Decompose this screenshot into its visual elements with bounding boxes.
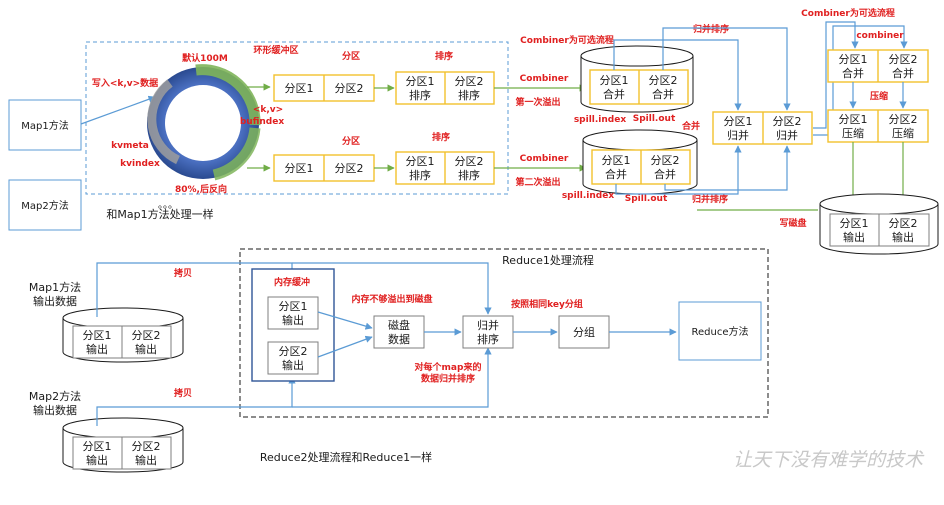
bufindex-label: bufindex: [240, 117, 284, 127]
watermark: 让天下没有难学的技术: [733, 449, 925, 471]
disk-data-box: [373, 315, 425, 349]
map1-box: [8, 99, 82, 151]
reverse-label: 80%,后反向: [175, 183, 227, 195]
partition-title-2: 分区: [342, 135, 360, 147]
kvindex-label: kvindex: [120, 159, 160, 169]
map2-label: Map2方法: [21, 199, 68, 212]
final-combiner-label: combiner: [856, 31, 904, 41]
spill2-out-label: Spill.out: [625, 194, 668, 204]
map1-label: Map1方法: [21, 119, 68, 132]
kv-label: <k,v>: [253, 105, 283, 115]
spill2-index-label: spill.index: [562, 191, 615, 201]
partition-title-1: 分区: [342, 50, 360, 62]
map2-note: 和Map1方法处理一样: [106, 207, 213, 221]
ring-buffer: [147, 64, 261, 181]
second-spill-label: 第二次溢出: [515, 176, 560, 188]
spill1-out-label: Spill.out: [633, 114, 676, 124]
group-box: [558, 315, 610, 349]
group-label: 分组: [573, 325, 595, 339]
memory-buffer-label: 内存缓冲: [274, 276, 310, 288]
partition1-p2: 分区2: [335, 82, 364, 95]
ring-buffer-label: 环形缓冲区: [253, 44, 298, 56]
first-spill-label: 第一次溢出: [515, 96, 560, 108]
kvmeta-label: kvmeta: [111, 141, 149, 151]
reduce-method-label: Reduce方法: [692, 325, 749, 338]
sort-title-2: 排序: [432, 131, 450, 143]
map1-to-buffer-arrow: [80, 95, 156, 125]
default-size-label: 默认100M: [182, 52, 228, 64]
partition2-p2: 分区2: [335, 162, 364, 175]
sort-title-1: 排序: [435, 50, 453, 62]
write-kv-label: 写入<k,v>数据: [92, 77, 158, 89]
merge-sort-reduce-label: 归并排序: [477, 318, 499, 346]
copy-label-2: 拷贝: [174, 387, 192, 399]
reduce-title: Reduce1处理流程: [502, 253, 594, 267]
merge-sort-reduce-box: [462, 315, 514, 349]
merge-sort-label-bottom: 归并排序: [692, 193, 728, 205]
spill-to-disk-label: 内存不够溢出到磁盘: [351, 293, 432, 305]
disk-data-label: 磁盘数据: [388, 318, 410, 346]
combiner-label-1: Combiner: [520, 74, 569, 84]
reduce2-note: Reduce2处理流程和Reduce1一样: [260, 450, 432, 464]
write-disk-label: 写磁盘: [779, 217, 806, 229]
map-stage-region: [85, 41, 509, 195]
partition2-p1: 分区1: [285, 162, 314, 175]
combiner-optional-label-1: Combiner为可选流程: [520, 34, 614, 46]
map2-output-label: Map2方法输出数据: [29, 389, 81, 417]
compress-label: 压缩: [870, 90, 888, 102]
combiner-optional-label-2: Combiner为可选流程: [801, 7, 895, 19]
map2-box: [8, 179, 82, 231]
reduce-region: [239, 248, 769, 418]
merge-label: 合并: [682, 120, 700, 132]
combiner-label-2: Combiner: [520, 154, 569, 164]
map1-output-label: Map1方法输出数据: [29, 280, 81, 308]
partition1-p1: 分区1: [285, 82, 314, 95]
spill1-index-label: spill.index: [574, 115, 627, 125]
merge-each-map-label: 对每个map来的数据归并排序: [415, 361, 482, 384]
copy-label-1: 拷贝: [174, 267, 192, 279]
merge-sort-label-top: 归并排序: [693, 23, 729, 35]
ellipsis-dots: 。。。: [158, 200, 178, 211]
group-by-key-label: 按照相同key分组: [511, 298, 583, 310]
reduce-method-box: [678, 301, 762, 361]
